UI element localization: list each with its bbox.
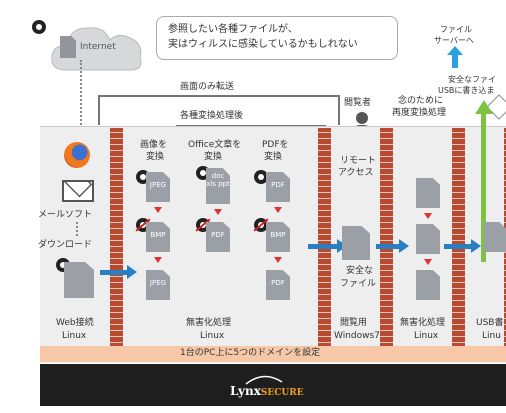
zone-label-5-line-1: USB書 bbox=[476, 318, 504, 328]
file-server-label-1: ファイル bbox=[440, 25, 472, 34]
down-arrow-icon bbox=[274, 207, 282, 213]
down-arrow-icon bbox=[424, 259, 432, 265]
reconvert-doc-icon bbox=[416, 270, 440, 300]
file-server-label-2: サーバーへ bbox=[434, 36, 474, 45]
col3-header-1: PDFを bbox=[262, 140, 289, 150]
usb-write-label-2: USBに書き込ま bbox=[438, 86, 495, 95]
firewall-1 bbox=[110, 128, 123, 360]
mail-software-label: メールソフト bbox=[38, 210, 93, 220]
doc-bmp-icon: BMP bbox=[266, 222, 290, 252]
doc-jpeg-icon: JPEG bbox=[146, 172, 170, 202]
zone-label-2-line-2: Linux bbox=[200, 331, 225, 341]
doc-label: doc xls ppt bbox=[206, 172, 230, 188]
screen-transfer-line-right bbox=[338, 95, 340, 125]
brand-logo: LynxSECURE bbox=[230, 384, 304, 398]
reconvert-doc-icon bbox=[416, 178, 440, 208]
arrow-to-viewer bbox=[308, 239, 347, 253]
usb-doc-icon bbox=[484, 222, 506, 252]
zone-label-4-line-1: 無害化処理 bbox=[400, 318, 446, 328]
doc-pdf-icon: PDF bbox=[266, 172, 290, 202]
firefox-icon bbox=[64, 142, 90, 168]
doc-pdf-icon: PDF bbox=[206, 222, 230, 252]
download-label: ダウンロード bbox=[38, 240, 93, 250]
remote-access-label-2: アクセス bbox=[338, 168, 374, 178]
down-arrow-icon bbox=[154, 257, 162, 263]
doc-bmp-icon: BMP bbox=[146, 222, 170, 252]
zone-label-3-line-2: Windows7 bbox=[334, 331, 380, 341]
up-arrow-icon bbox=[447, 46, 463, 68]
doc-label: PDF bbox=[271, 279, 285, 287]
doc-label: BMP bbox=[270, 231, 286, 239]
doc-label: PDF bbox=[211, 231, 225, 239]
zone-label-4-line-2: Linux bbox=[414, 331, 439, 341]
down-arrow-icon bbox=[424, 213, 432, 219]
brand-accent: SECURE bbox=[260, 388, 304, 398]
down-arrow-icon bbox=[154, 207, 162, 213]
safe-file-label-1: 安全な bbox=[346, 266, 374, 276]
screen-transfer-line bbox=[98, 95, 338, 97]
internet-cloud-icon bbox=[51, 27, 142, 71]
zone-label-1-line-1: Web接続 bbox=[56, 318, 94, 328]
col1-header-1: 画像を bbox=[140, 140, 168, 150]
mail-icon bbox=[62, 180, 94, 202]
col2-header-1: Office文章を bbox=[188, 140, 242, 150]
doc-label: JPEG bbox=[149, 279, 167, 287]
warning-box bbox=[156, 16, 398, 60]
down-arrow-icon bbox=[214, 209, 222, 215]
gear-icon bbox=[32, 20, 46, 34]
doc-label: PDF bbox=[271, 181, 285, 189]
reconvert-label-2: 再度変換処理 bbox=[392, 108, 447, 118]
footer-bar bbox=[40, 364, 506, 406]
reconvert-doc-icon bbox=[416, 224, 440, 254]
arrow-to-reconvert bbox=[376, 239, 409, 253]
zone-label-2-line-1: 無害化処理 bbox=[186, 318, 232, 328]
warning-line-2: 実はウィルスに感染しているかもしれない bbox=[168, 39, 358, 50]
internet-link-dotted bbox=[80, 60, 82, 125]
remote-access-label-1: リモート bbox=[340, 156, 377, 166]
col1-header-2: 変換 bbox=[146, 152, 165, 162]
green-arrow bbox=[481, 112, 486, 262]
doc-office-icon: doc xls ppt bbox=[206, 168, 230, 204]
green-arrow-head-icon bbox=[475, 100, 493, 114]
safe-file-icon bbox=[342, 226, 370, 260]
conversion-after-label: 各種変換処理後 bbox=[180, 111, 244, 121]
gear-icon bbox=[254, 170, 268, 184]
screen-transfer-line-left bbox=[98, 95, 100, 125]
reconvert-label-1: 念のために bbox=[398, 96, 444, 106]
usb-write-label-1: 安全なファイ bbox=[448, 75, 496, 84]
zone-label-3-line-1: 閲覧用 bbox=[340, 318, 368, 328]
doc-label: BMP bbox=[150, 231, 166, 239]
domain-banner bbox=[40, 346, 506, 362]
arrow-to-usb bbox=[444, 239, 481, 253]
doc-jpeg-icon: JPEG bbox=[146, 270, 170, 300]
warning-line-1: 参照したい各種ファイルが、 bbox=[168, 24, 298, 35]
col3-header-2: 変換 bbox=[264, 152, 283, 162]
doc-pdf-icon: PDF bbox=[266, 270, 290, 300]
mail-download-dotted bbox=[76, 222, 78, 236]
downloaded-file-icon bbox=[64, 262, 94, 298]
zone-label-5-line-2: Linu bbox=[482, 331, 501, 341]
domain-note: 1台のPC上に5つのドメインを設定 bbox=[180, 348, 321, 358]
safe-file-label-2: ファイル bbox=[340, 279, 377, 289]
down-arrow-icon bbox=[274, 257, 282, 263]
arrow-to-conversion bbox=[100, 265, 137, 279]
internet-server-icon bbox=[60, 36, 76, 58]
doc-label: JPEG bbox=[149, 181, 167, 189]
brand-swoosh-icon bbox=[245, 375, 283, 385]
col2-header-2: 変換 bbox=[204, 152, 223, 162]
viewer-label: 閲覧者 bbox=[344, 98, 372, 108]
zone-label-1-line-2: Linux bbox=[62, 331, 87, 341]
brand-word: Lynx bbox=[230, 384, 261, 398]
screen-transfer-label: 画面のみ転送 bbox=[180, 82, 235, 92]
internet-label: Internet bbox=[80, 42, 116, 52]
